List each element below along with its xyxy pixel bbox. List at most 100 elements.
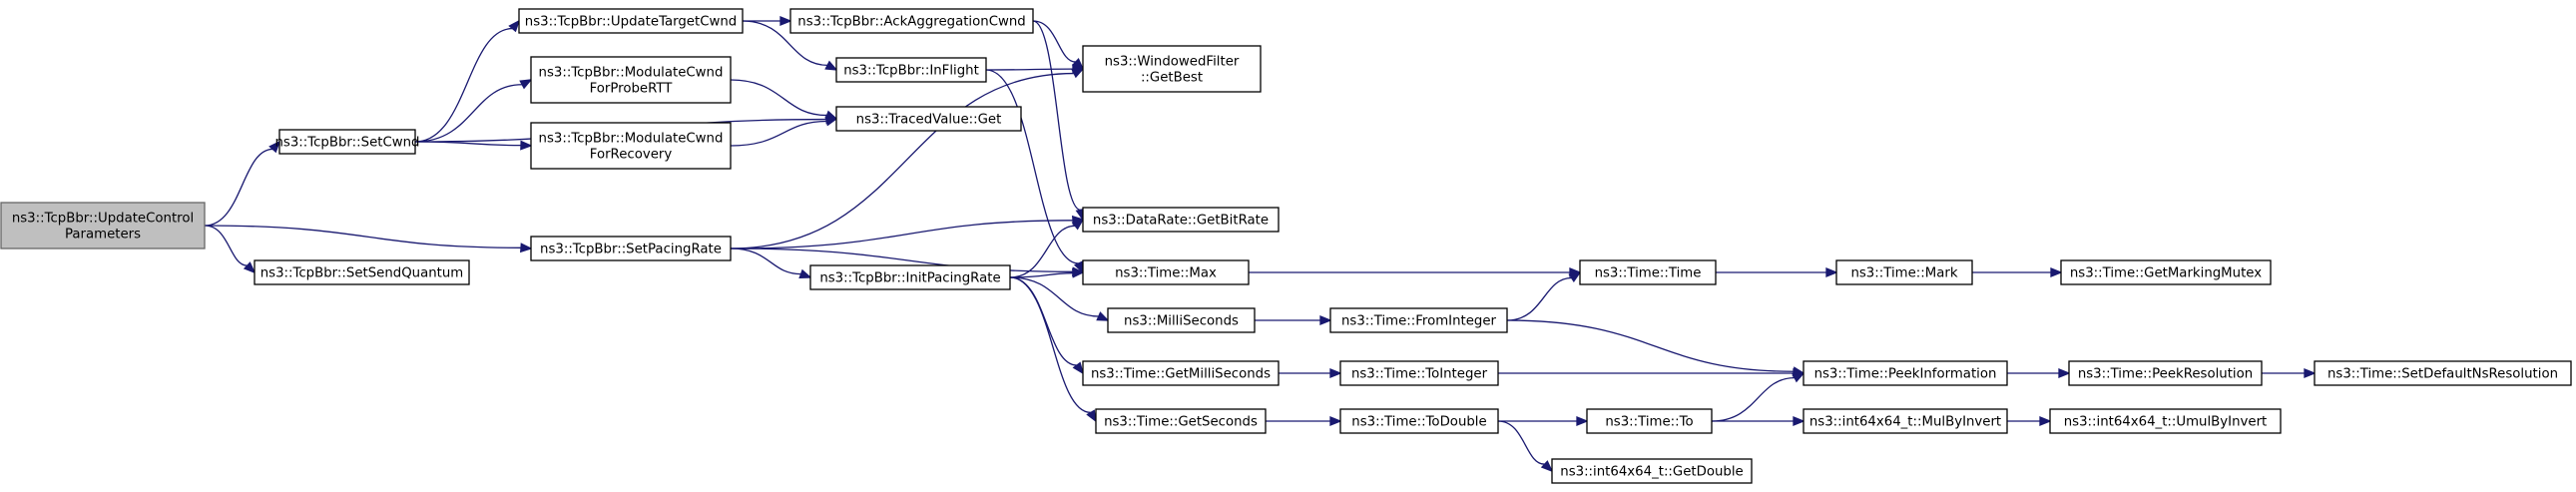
edge-line: [414, 27, 513, 143]
edge-line: [1009, 225, 1076, 278]
node-label: ns3::int64x64_t::UmulByInvert: [2064, 415, 2268, 430]
node-n7[interactable]: ns3::TcpBbr::AckAggregationCwnd: [789, 8, 1034, 34]
node-box: [530, 122, 732, 170]
edge-n23-n22: [1711, 372, 1805, 422]
node-box: [1551, 458, 1753, 484]
node-n18[interactable]: ns3::Time::FromInteger: [1329, 307, 1508, 333]
edge-arrowhead: [2050, 267, 2063, 277]
node-box: [789, 8, 1034, 34]
node-n4[interactable]: ns3::TcpBbr::UpdateTargetCwnd: [518, 8, 744, 34]
edge-n23-n27: [1711, 416, 1805, 426]
node-box: [835, 106, 1022, 132]
edge-n6-n9: [730, 116, 838, 147]
edge-arrowhead: [798, 268, 812, 279]
edge-arrowhead: [243, 261, 257, 274]
edge-arrowhead: [1568, 271, 1582, 282]
edge-arrowhead: [1071, 218, 1085, 231]
edge-line: [730, 72, 1075, 249]
edge-n18-n17: [1506, 271, 1582, 321]
node-label: ns3::Time::PeekResolution: [2078, 367, 2253, 382]
node-box: [1082, 207, 1280, 233]
edge-line: [985, 68, 1074, 71]
node-n3[interactable]: ns3::TcpBbr::SetSendQuantum: [254, 259, 470, 285]
edge-n0-n1: [204, 140, 281, 227]
edge-n2-n11: [730, 215, 1085, 249]
node-label: ns3::Time::Max: [1115, 266, 1217, 281]
edge-line: [730, 79, 827, 117]
edge-arrowhead: [520, 243, 533, 253]
edge-n13-n11: [1009, 218, 1085, 278]
node-n20[interactable]: ns3::Time::ToDouble: [1339, 408, 1499, 434]
node-n2[interactable]: ns3::TcpBbr::SetPacingRate: [530, 236, 732, 261]
node-n11[interactable]: ns3::DataRate::GetBitRate: [1082, 207, 1280, 233]
node-box: [1082, 360, 1280, 386]
node-box: [2314, 360, 2572, 386]
edge-arrowhead: [824, 60, 838, 71]
node-n22[interactable]: ns3::Time::PeekInformation: [1803, 360, 2008, 386]
node-n13[interactable]: ns3::TcpBbr::InitPacingRate: [809, 264, 1011, 290]
edge-n27-n29: [2006, 416, 2052, 426]
node-n17[interactable]: ns3::Time::Time: [1579, 259, 1717, 285]
node-n24[interactable]: ns3::int64x64_t::GetDouble: [1551, 458, 1753, 484]
edge-arrowhead: [1792, 372, 1805, 383]
node-box: [1107, 307, 1256, 333]
node-n9[interactable]: ns3::TracedValue::Get: [835, 106, 1022, 132]
node-label: ForRecovery: [590, 148, 673, 163]
node-n29[interactable]: ns3::int64x64_t::UmulByInvert: [2049, 408, 2282, 434]
edge-n14-n18: [1255, 315, 1332, 325]
node-label: ns3::Time::SetDefaultNsResolution: [2327, 367, 2558, 382]
node-label: ns3::int64x64_t::GetDouble: [1560, 465, 1743, 480]
node-n28[interactable]: ns3::Time::SetDefaultNsResolution: [2314, 360, 2572, 386]
edge-n18-n22: [1506, 319, 1805, 377]
edge-line: [1506, 276, 1572, 321]
node-label: ns3::Time::PeekInformation: [1814, 367, 1997, 382]
node-label: ns3::Time::FromInteger: [1341, 314, 1497, 329]
node-n1[interactable]: ns3::TcpBbr::SetCwnd: [274, 129, 420, 155]
node-label: ns3::WindowedFilter: [1105, 55, 1240, 70]
node-n8[interactable]: ns3::TcpBbr::InFlight: [835, 57, 987, 83]
node-n16[interactable]: ns3::Time::GetSeconds: [1095, 408, 1267, 434]
node-label: ns3::Time::Mark: [1850, 266, 1957, 281]
node-label: ns3::TcpBbr::ModulateCwnd: [539, 66, 724, 81]
node-n14[interactable]: ns3::MilliSeconds: [1107, 307, 1256, 333]
node-n27[interactable]: ns3::int64x64_t::MulByInvert: [1803, 408, 2008, 434]
edge-n20-n23: [1497, 416, 1589, 426]
edge-line: [204, 148, 273, 227]
edge-n17-n21: [1716, 267, 1838, 277]
node-box: [0, 202, 206, 249]
edge-arrowhead: [1072, 267, 1085, 278]
node-label: ns3::TcpBbr::SetPacingRate: [540, 243, 722, 257]
edge-arrowhead: [1540, 460, 1554, 473]
edge-line: [1506, 319, 1795, 372]
node-n23[interactable]: ns3::Time::To: [1586, 408, 1713, 434]
edge-line: [1032, 20, 1076, 63]
edge-n13-n16: [1009, 276, 1097, 423]
edge-arrowhead: [1072, 361, 1085, 375]
node-box: [2068, 360, 2263, 386]
node-n25[interactable]: ns3::Time::GetMarkingMutex: [2060, 259, 2272, 285]
node-label: Parameters: [65, 228, 141, 243]
node-n15[interactable]: ns3::Time::GetMilliSeconds: [1082, 360, 1280, 386]
node-label: ForProbeRTT: [590, 82, 674, 97]
edge-n15-n19: [1278, 368, 1342, 378]
edge-line: [1009, 276, 1078, 366]
node-label: ns3::TcpBbr::UpdateControl: [12, 212, 194, 227]
node-n19[interactable]: ns3::Time::ToInteger: [1339, 360, 1499, 386]
node-n12[interactable]: ns3::Time::Max: [1082, 259, 1250, 285]
edge-n1-n4: [414, 19, 521, 143]
node-n26[interactable]: ns3::Time::PeekResolution: [2068, 360, 2263, 386]
node-n21[interactable]: ns3::Time::Mark: [1835, 259, 1973, 285]
edge-n12-n17: [1249, 267, 1582, 277]
edge-line: [1497, 420, 1545, 465]
node-label: ::GetBest: [1141, 71, 1203, 86]
node-n10[interactable]: ns3::WindowedFilter::GetBest: [1082, 45, 1262, 93]
node-label: ns3::TcpBbr::UpdateTargetCwnd: [525, 15, 737, 30]
node-label: ns3::Time::To: [1605, 415, 1693, 430]
node-box: [278, 129, 416, 155]
edge-n5-n9: [730, 79, 838, 120]
edge-arrowhead: [1793, 416, 1805, 426]
node-box: [530, 236, 732, 261]
edge-arrowhead: [1825, 267, 1838, 277]
